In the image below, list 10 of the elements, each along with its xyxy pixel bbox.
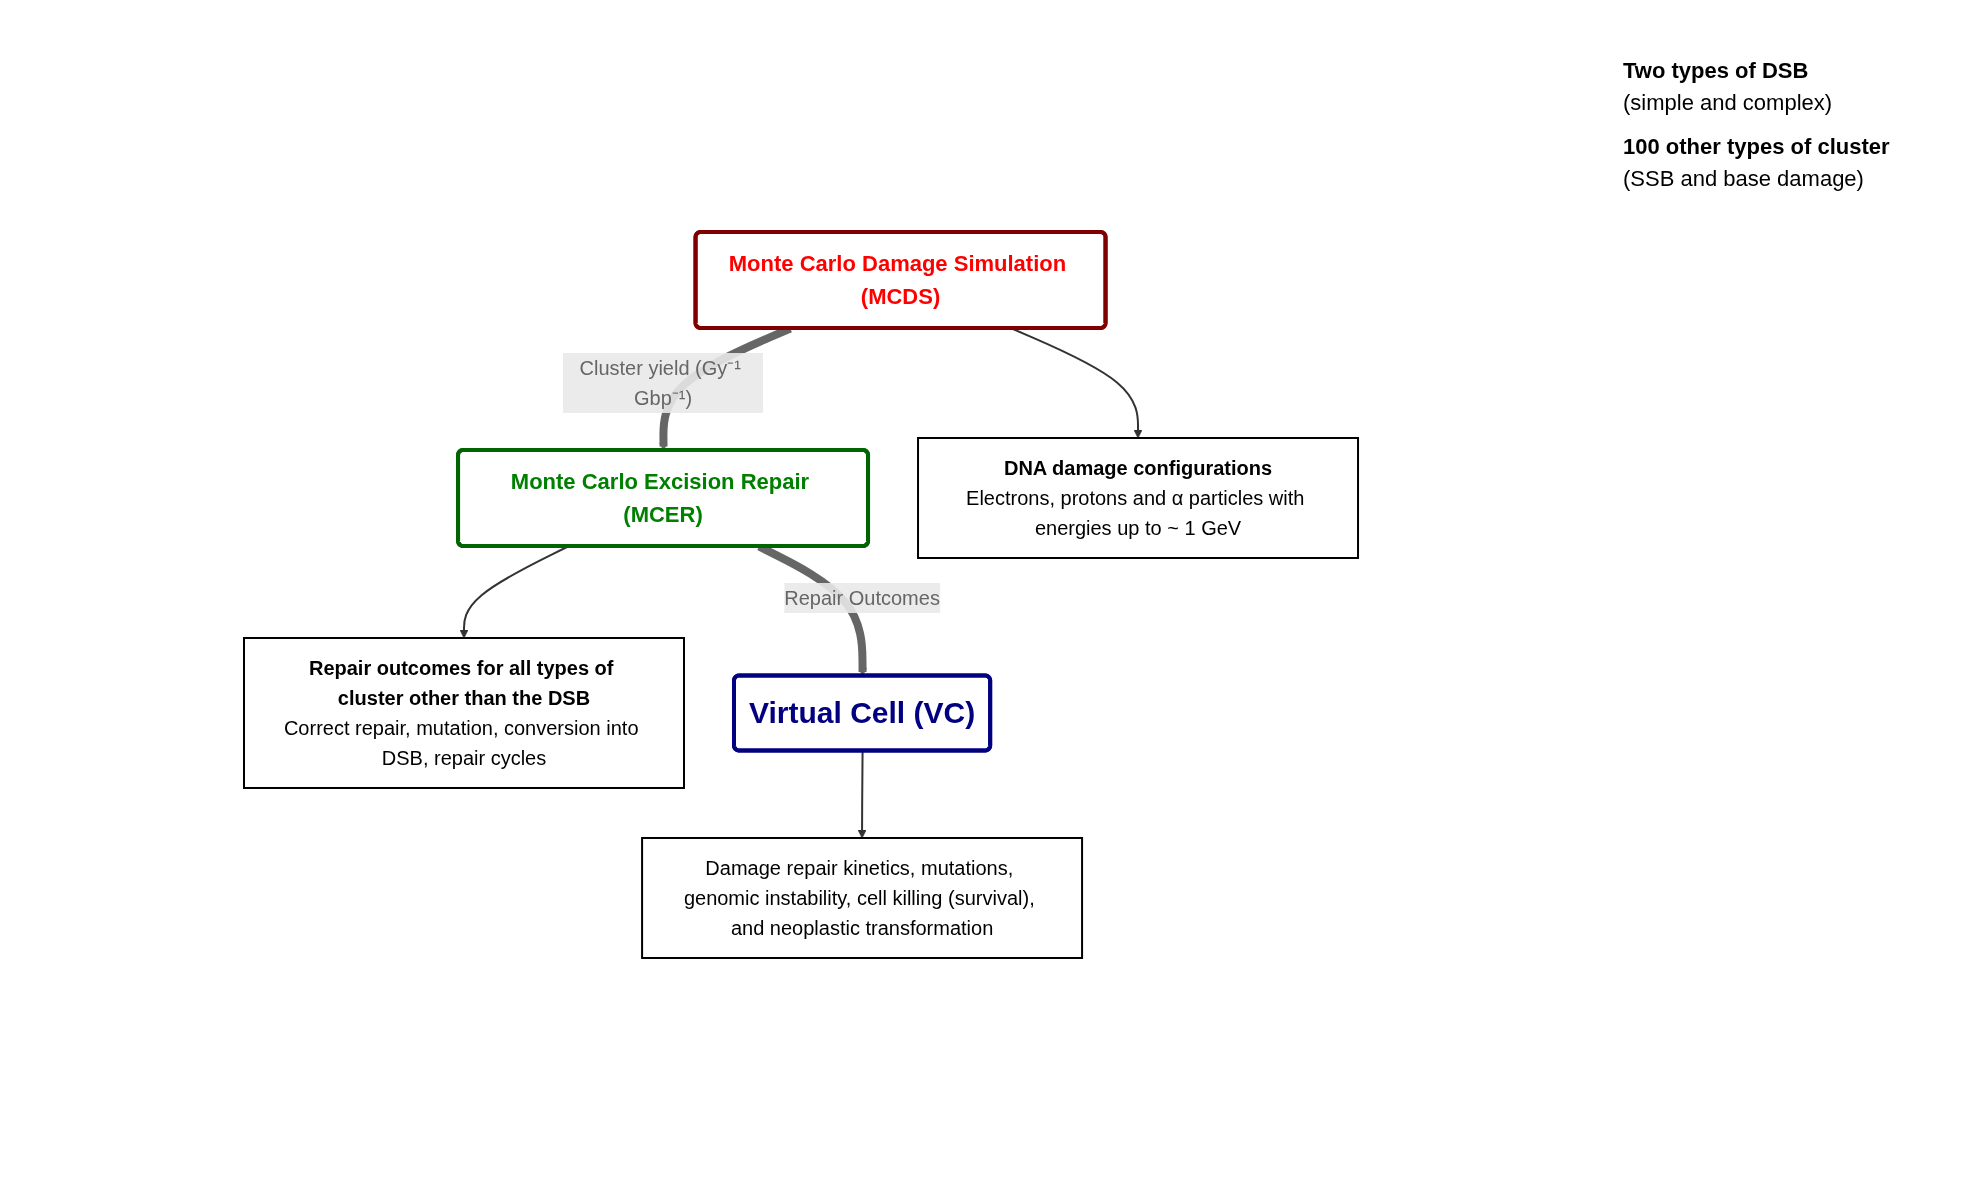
arrow-caption: 100 other types of cluster [1623, 134, 1891, 160]
edge-label: Cluster yield (Gy⁻¹ Gbp⁻¹) [580, 357, 742, 409]
arrow-caption: (simple and complex) [1623, 90, 1834, 116]
arrow-caption: (SSB and base damage) [1623, 166, 1865, 192]
node-box: Damage repair kinetics, mutations, genomic instability, cell killing (survival), and neoplastic transformation [641, 837, 1084, 959]
edge-label: Repair Outcomes [784, 586, 941, 609]
node-box: DNA damage configurations Electrons, protons and α particles with energies up to ~ 1 GeV [917, 437, 1360, 559]
arrow [858, 750, 867, 839]
arrow-caption: Two types of DSB [1623, 58, 1810, 84]
node-box: Repair outcomes for all types of cluster other than the DSB Correct repair, mutation, conversion into DSB, repair cycles [243, 637, 686, 789]
